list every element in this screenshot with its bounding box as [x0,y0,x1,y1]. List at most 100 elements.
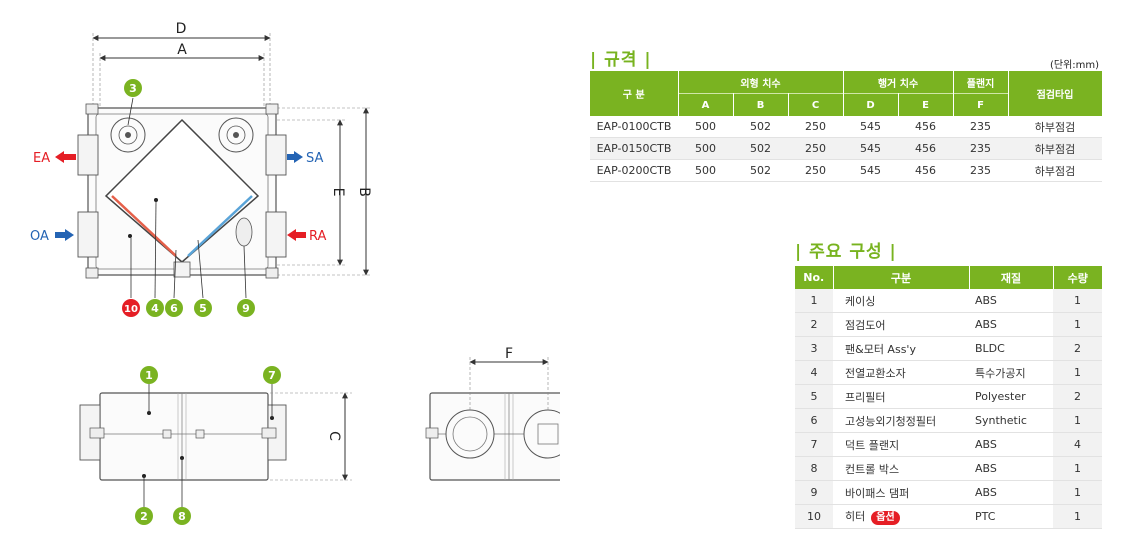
cell: 하부점검 [1008,159,1103,182]
part-qty: 1 [1053,360,1102,385]
part-name: 전열교환소자 [833,360,969,385]
header-material: 재질 [969,266,1054,289]
part-qty: 4 [1053,432,1102,457]
part-name: 컨트롤 박스 [833,456,969,481]
header-flange: 플랜지 [953,71,1009,94]
dimension-e: E [272,119,346,266]
airflow-oa: OA [30,229,74,244]
fan-left [110,117,146,153]
part-no: 8 [795,456,833,481]
cell: 500 [678,159,733,182]
part-material: Polyester [969,384,1053,409]
header-hanger: 행거 치수 [843,71,954,94]
model-cell: EAP-0150CTB [590,137,678,160]
table-row: EAP-0200CTB 500 502 250 545 456 235 하부점검 [590,159,1103,182]
dim-f-label: F [505,346,513,362]
table-row: 2 점검도어 ABS 1 [795,312,1102,337]
model-cell: EAP-0200CTB [590,159,678,182]
dimension-c: C [270,392,352,481]
part-name: 프리필터 [833,384,969,409]
header-name: 구분 [833,266,970,289]
parts-table: No. 구분 재질 수량 1 케이싱 ABS 1 2 점검도어 ABS 1 3 … [795,266,1102,529]
cell: 하부점검 [1008,116,1103,138]
airflow-ra-label: RA [309,229,327,244]
header-c: C [788,93,844,116]
part-material: BLDC [969,336,1053,361]
callout-10: 10 [122,299,140,317]
part-no: 4 [795,360,833,385]
dim-a-label: A [177,42,187,58]
callout-7: 7 [263,366,281,384]
part-material: ABS [969,480,1053,505]
dimension-d: D [92,21,271,110]
part-name: 점검도어 [833,312,969,337]
header-a: A [678,93,734,116]
part-qty: 1 [1053,480,1102,505]
model-cell: EAP-0100CTB [590,116,678,138]
svg-text:8: 8 [178,510,186,523]
part-no: 7 [795,432,833,457]
header-f: F [953,93,1009,116]
header-e: E [898,93,954,116]
cell: 502 [733,137,788,160]
unit-end-body [425,392,560,481]
option-badge: 옵션 [871,511,900,525]
airflow-sa: SA [287,151,323,166]
cell: 500 [678,116,733,138]
spec-unit: (단위:mm) [1050,60,1100,71]
part-material: ABS [969,289,1053,313]
svg-text:3: 3 [129,82,137,95]
header-inspection: 점검타입 [1008,71,1103,116]
dim-b-label: B [356,187,372,197]
part-qty: 1 [1053,289,1102,313]
callout-8: 8 [173,507,191,525]
spec-section-title: | 규격 | [590,50,652,70]
dim-d-label: D [176,21,187,37]
part-qty: 1 [1053,504,1102,529]
spec-table: 구 분 외형 치수 행거 치수 플랜지 점검타입 A B C D E F EAP… [590,71,1103,182]
table-row: 8 컨트롤 박스 ABS 1 [795,456,1102,481]
part-no: 9 [795,480,833,505]
svg-text:7: 7 [268,369,276,382]
svg-text:5: 5 [199,302,207,315]
cell: 545 [843,137,898,160]
header-qty: 수량 [1053,266,1102,289]
svg-text:10: 10 [124,304,138,315]
part-material: ABS [969,432,1053,457]
table-row: EAP-0100CTB 500 502 250 545 456 235 하부점검 [590,116,1103,138]
spec-title-text: 규격 [604,50,638,70]
part-qty: 1 [1053,312,1102,337]
parts-section-title: | 주요 구성 | [795,242,897,262]
part-no: 10 [795,504,833,529]
cell: 250 [788,137,843,160]
table-row: 9 바이패스 댐퍼 ABS 1 [795,480,1102,505]
header-exterior: 외형 치수 [678,71,844,94]
cell: 250 [788,116,843,138]
header-b: B [733,93,789,116]
table-row: 4 전열교환소자 특수가공지 1 [795,360,1102,385]
cell: 500 [678,137,733,160]
cell: 456 [898,116,954,138]
dimension-b: B [272,107,372,276]
parts-title-text: 주요 구성 [809,242,883,262]
callout-6: 6 [165,299,183,317]
unit-top-body [77,97,287,299]
cell: 250 [788,159,843,182]
callout-2: 2 [135,507,153,525]
table-row: 7 덕트 플랜지 ABS 4 [795,432,1102,457]
dimension-f: F [469,346,549,410]
part-qty: 2 [1053,384,1102,409]
header-d: D [843,93,899,116]
part-material: 특수가공지 [969,360,1053,385]
callout-5: 5 [194,299,212,317]
cell: 235 [953,137,1009,160]
cell: 545 [843,116,898,138]
airflow-oa-label: OA [30,229,49,244]
part-no: 2 [795,312,833,337]
airflow-sa-label: SA [306,151,323,166]
svg-text:6: 6 [170,302,178,315]
svg-text:4: 4 [151,302,159,315]
callout-3: 3 [124,79,142,97]
